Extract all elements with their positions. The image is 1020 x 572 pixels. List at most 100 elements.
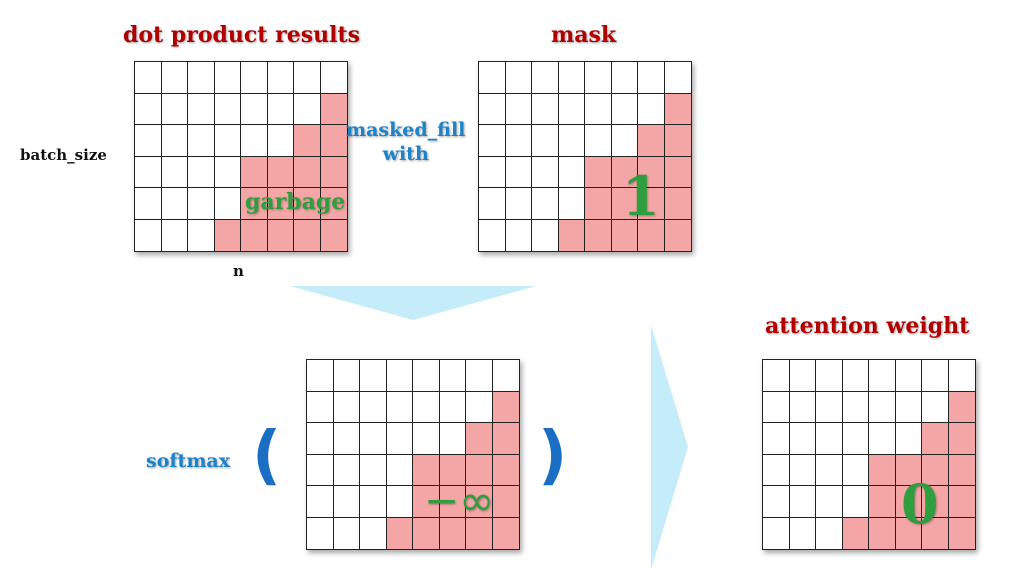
grid-cell-masked [948,454,975,486]
masked-fill-line2: with [382,143,429,165]
grid-cell-masked [320,125,347,157]
grid-cell [842,360,869,392]
garbage-label: garbage [245,189,346,215]
grid-cell [333,360,360,392]
grid-cell-masked [492,391,519,423]
grid-cell [664,62,691,94]
grid-cell-masked [241,219,268,251]
grid-cell [479,62,506,94]
grid-cell [789,486,816,518]
grid-cell [505,188,532,220]
grid-cell [294,93,321,125]
grid-cell-masked [294,219,321,251]
grid-cell [267,93,294,125]
grid-cell [789,454,816,486]
grid-cell-masked [492,486,519,518]
softmax-grid [306,359,520,550]
grid-cell-masked [611,156,638,188]
neg-infinity-label: −∞ [424,476,495,525]
open-paren: ( [252,419,282,493]
attention-weight-title: attention weight [765,313,970,339]
grid-cell [386,486,413,518]
grid-cell [188,156,215,188]
grid-cell-masked [558,219,585,251]
grid-cell [360,517,387,549]
masked-fill-line1: masked_fill [346,119,466,141]
grid-cell-masked [320,156,347,188]
grid-cell [307,517,334,549]
grid-cell [188,125,215,157]
grid-cell [241,125,268,157]
grid-cell [585,93,612,125]
grid-cell-masked [439,517,466,549]
grid-cell [307,454,334,486]
grid-cell [558,125,585,157]
grid-cell [135,219,162,251]
grid-cell [241,93,268,125]
grid-cell [161,156,188,188]
grid-cell [479,188,506,220]
grid-cell [763,517,790,549]
grid-cell-masked [611,188,638,220]
grid-cell-masked [638,125,665,157]
grid-cell [532,62,559,94]
grid-cell [307,391,334,423]
grid-cell-masked [492,423,519,455]
grid-cell [307,486,334,518]
grid-cell-masked [895,454,922,486]
grid-cell-masked [664,219,691,251]
grid-cell [214,188,241,220]
grid-cell [479,219,506,251]
grid-cell [360,454,387,486]
grid-cell-masked [922,423,949,455]
zero-label: 0 [901,472,939,536]
grid-cell [585,62,612,94]
grid-cell [320,62,347,94]
grid-cell [763,454,790,486]
grid-cell [558,62,585,94]
right-arrow-shape [651,325,688,570]
masked-fill-label: masked_fill with [346,118,465,166]
grid-cell [333,423,360,455]
grid-cell [162,219,188,251]
grid-cell-masked [585,156,612,188]
grid-cell [386,360,413,392]
grid-cell-masked [439,454,466,486]
dot-product-grid [134,61,348,252]
grid-cell [188,219,215,251]
grid-cell [842,423,869,455]
grid-cell [505,93,532,125]
down-arrow-shape [290,286,536,320]
grid-cell [816,454,843,486]
grid-cell [214,156,241,188]
grid-cell [611,125,638,157]
grid-cell [816,486,843,518]
grid-cell [214,62,241,94]
close-paren: ) [538,419,568,493]
grid-cell [360,423,387,455]
grid-cell [532,125,559,157]
grid-cell [161,62,188,94]
grid-cell-masked [466,423,493,455]
grid-cell [333,391,360,423]
grid-cell-masked [948,486,975,518]
grid-cell [360,391,387,423]
batch-size-label: batch_size [20,146,107,164]
mask-title: mask [551,22,617,48]
grid-cell-masked [585,219,612,251]
grid-cell-masked [413,454,440,486]
grid-cell-masked [664,125,691,157]
grid-cell [895,423,922,455]
grid-cell-masked [294,125,321,157]
grid-cell [816,423,843,455]
grid-cell [505,125,532,157]
grid-cell-masked [869,517,896,549]
grid-cell [790,517,816,549]
grid-cell [161,93,188,125]
grid-cell [611,93,638,125]
grid-cell-masked [869,454,896,486]
grid-cell [386,454,413,486]
grid-cell [558,93,585,125]
grid-cell-masked [948,423,975,455]
